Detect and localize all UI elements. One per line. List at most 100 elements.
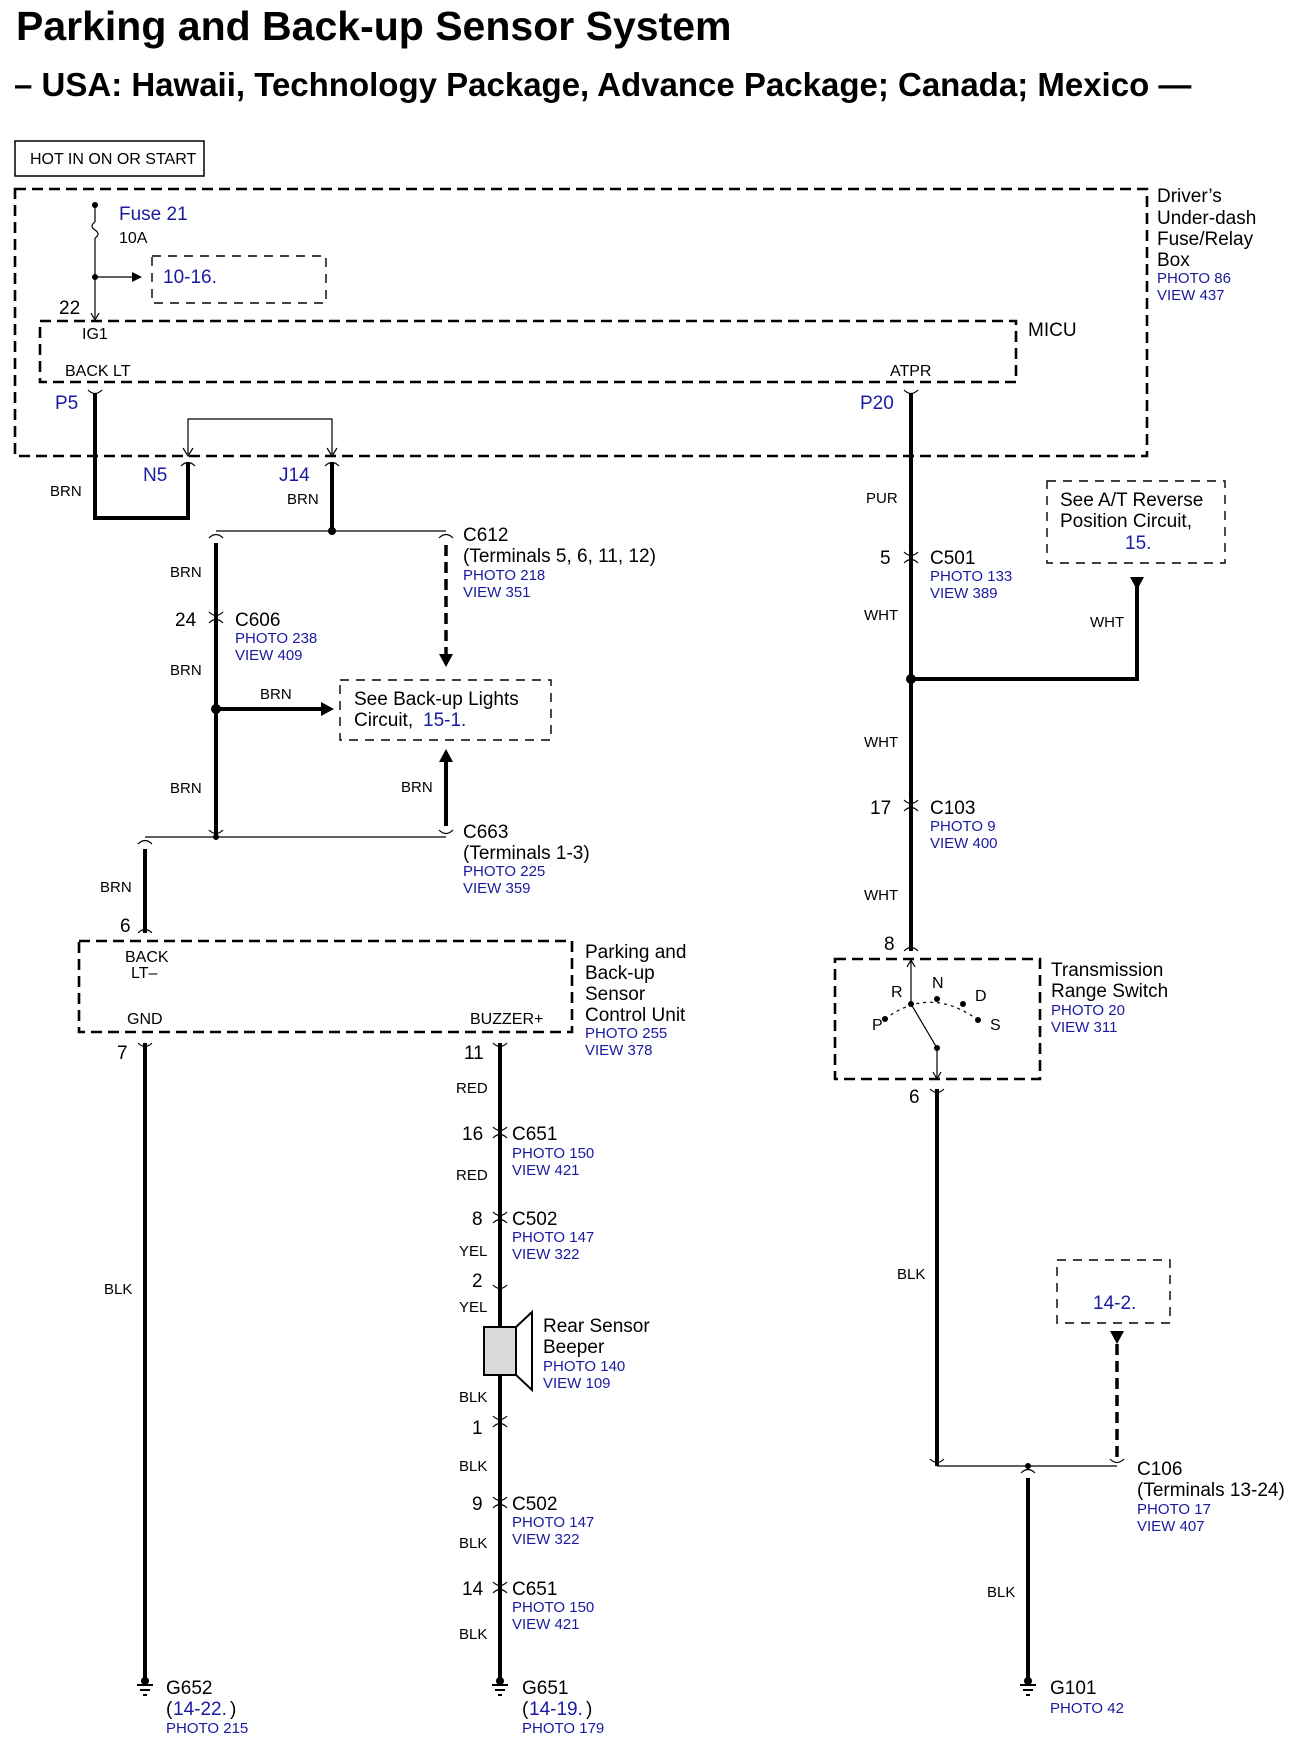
trs-photo[interactable]: PHOTO 20 bbox=[1051, 1002, 1125, 1019]
wire-blk-b2: BLK bbox=[459, 1458, 487, 1475]
fuse-box-view[interactable]: VIEW 437 bbox=[1157, 287, 1225, 304]
c663-view[interactable]: VIEW 359 bbox=[463, 880, 531, 897]
unit-view[interactable]: VIEW 378 bbox=[585, 1042, 653, 1059]
c651b-name: C651 bbox=[512, 1579, 557, 1600]
unit-back-lt-2: LT– bbox=[131, 965, 157, 982]
control-unit-box bbox=[77, 939, 574, 1034]
wire-brn-j14: BRN bbox=[287, 491, 319, 508]
micu-pin-22: 22 bbox=[59, 298, 80, 319]
g651-link[interactable]: 14-19. bbox=[529, 1699, 583, 1720]
micu-atpr: ATPR bbox=[890, 363, 931, 380]
backup-lights-line1: See Back-up Lights bbox=[354, 689, 519, 710]
c106-view[interactable]: VIEW 407 bbox=[1137, 1518, 1205, 1535]
c663-name: C663 bbox=[463, 822, 508, 843]
beeper-view[interactable]: VIEW 109 bbox=[543, 1375, 611, 1392]
fuse-icon bbox=[91, 221, 99, 239]
c651a-name: C651 bbox=[512, 1124, 557, 1145]
at-reverse-ref-box bbox=[1046, 480, 1226, 564]
ref-14-2-link[interactable]: 14-2. bbox=[1093, 1293, 1136, 1314]
c651b-photo[interactable]: PHOTO 150 bbox=[512, 1599, 594, 1616]
trs-view[interactable]: VIEW 311 bbox=[1051, 1019, 1117, 1036]
trs-d: D bbox=[975, 988, 987, 1005]
unit-gnd: GND bbox=[127, 1011, 163, 1028]
ref-14-2-box bbox=[1056, 1259, 1171, 1324]
micu-label: MICU bbox=[1028, 320, 1077, 341]
c103-photo[interactable]: PHOTO 9 bbox=[930, 818, 996, 835]
fuse-rating: 10A bbox=[119, 230, 148, 247]
fuse-relay-box bbox=[13, 187, 1149, 458]
c501-photo[interactable]: PHOTO 133 bbox=[930, 568, 1012, 585]
c501-pin: 5 bbox=[880, 548, 891, 569]
backup-lights-link[interactable]: 15-1. bbox=[423, 710, 466, 731]
c103-pin: 17 bbox=[870, 798, 891, 819]
trs-pin-8: 8 bbox=[884, 934, 895, 955]
c651a-view[interactable]: VIEW 421 bbox=[512, 1162, 580, 1179]
trs-r: R bbox=[891, 984, 903, 1001]
wire-red-1: RED bbox=[456, 1080, 488, 1097]
trs-label-1: Transmission bbox=[1051, 960, 1163, 981]
unit-pin-7: 7 bbox=[117, 1043, 128, 1064]
c663-photo[interactable]: PHOTO 225 bbox=[463, 863, 545, 880]
svg-text:): ) bbox=[586, 1699, 592, 1720]
c651b-pin: 14 bbox=[462, 1579, 484, 1600]
c606-photo[interactable]: PHOTO 238 bbox=[235, 630, 317, 647]
wire-pur: PUR bbox=[866, 490, 898, 507]
ground-icon bbox=[1020, 1684, 1036, 1696]
fuse-box-photo[interactable]: PHOTO 86 bbox=[1157, 270, 1231, 287]
unit-label-4: Control Unit bbox=[585, 1005, 686, 1026]
c502a-photo[interactable]: PHOTO 147 bbox=[512, 1229, 594, 1246]
c103-view[interactable]: VIEW 400 bbox=[930, 835, 998, 852]
fuse-box-label-1: Driver’s bbox=[1157, 186, 1222, 207]
at-reverse-link[interactable]: 15. bbox=[1125, 533, 1151, 554]
c502a-name: C502 bbox=[512, 1209, 557, 1230]
wire-brn-c663: BRN bbox=[170, 780, 202, 797]
c606-view[interactable]: VIEW 409 bbox=[235, 647, 303, 664]
c612-photo[interactable]: PHOTO 218 bbox=[463, 567, 545, 584]
unit-label-1: Parking and bbox=[585, 942, 686, 963]
c103-name: C103 bbox=[930, 798, 975, 819]
c502b-view[interactable]: VIEW 322 bbox=[512, 1531, 580, 1548]
svg-text:(: ( bbox=[522, 1699, 529, 1720]
wire-red-2: RED bbox=[456, 1167, 488, 1184]
unit-pin-6: 6 bbox=[120, 916, 131, 937]
wire-blk-gnd: BLK bbox=[104, 1281, 132, 1298]
c606-pin: 24 bbox=[175, 610, 197, 631]
c502b-name: C502 bbox=[512, 1494, 557, 1515]
c501-view[interactable]: VIEW 389 bbox=[930, 585, 998, 602]
unit-photo[interactable]: PHOTO 255 bbox=[585, 1025, 667, 1042]
micu-p20: P20 bbox=[860, 393, 894, 414]
selector-arc-icon bbox=[884, 1001, 979, 1021]
unit-buzzer: BUZZER+ bbox=[470, 1011, 543, 1028]
g652-photo[interactable]: PHOTO 215 bbox=[166, 1720, 248, 1737]
c501-name: C501 bbox=[930, 548, 975, 569]
fuse-ref-link[interactable]: 10-16. bbox=[163, 267, 217, 288]
c606-name: C606 bbox=[235, 610, 280, 631]
c502b-photo[interactable]: PHOTO 147 bbox=[512, 1514, 594, 1531]
backup-lights-line2: Circuit, bbox=[354, 710, 413, 731]
c502a-view[interactable]: VIEW 322 bbox=[512, 1246, 580, 1263]
ground-icon bbox=[137, 1684, 153, 1696]
g101-photo[interactable]: PHOTO 42 bbox=[1050, 1700, 1124, 1717]
c612-terminals: (Terminals 5, 6, 11, 12) bbox=[463, 546, 656, 567]
at-reverse-line1: See A/T Reverse bbox=[1060, 490, 1203, 511]
page-title: Parking and Back-up Sensor System bbox=[16, 3, 731, 49]
unit-label-3: Sensor bbox=[585, 984, 646, 1005]
svg-text:(: ( bbox=[166, 1699, 173, 1720]
g652-name: G652 bbox=[166, 1678, 212, 1699]
c612-view[interactable]: VIEW 351 bbox=[463, 584, 531, 601]
c106-photo[interactable]: PHOTO 17 bbox=[1137, 1501, 1211, 1518]
g652-link[interactable]: 14-22. bbox=[173, 1699, 227, 1720]
wire-blk-trs: BLK bbox=[897, 1266, 925, 1283]
trs-p: P bbox=[872, 1017, 883, 1034]
wire-blk-b1: BLK bbox=[459, 1389, 487, 1406]
g101-name: G101 bbox=[1050, 1678, 1096, 1699]
wire-wht-2: WHT bbox=[864, 734, 898, 751]
g651-photo[interactable]: PHOTO 179 bbox=[522, 1720, 604, 1737]
beeper-photo[interactable]: PHOTO 140 bbox=[543, 1358, 625, 1375]
fuse-box-label-4: Box bbox=[1157, 250, 1190, 271]
c651b-view[interactable]: VIEW 421 bbox=[512, 1616, 580, 1633]
backup-lights-ref-box bbox=[339, 679, 552, 741]
c651a-photo[interactable]: PHOTO 150 bbox=[512, 1145, 594, 1162]
trs-s: S bbox=[990, 1017, 1001, 1034]
wire-wht-3: WHT bbox=[864, 887, 898, 904]
